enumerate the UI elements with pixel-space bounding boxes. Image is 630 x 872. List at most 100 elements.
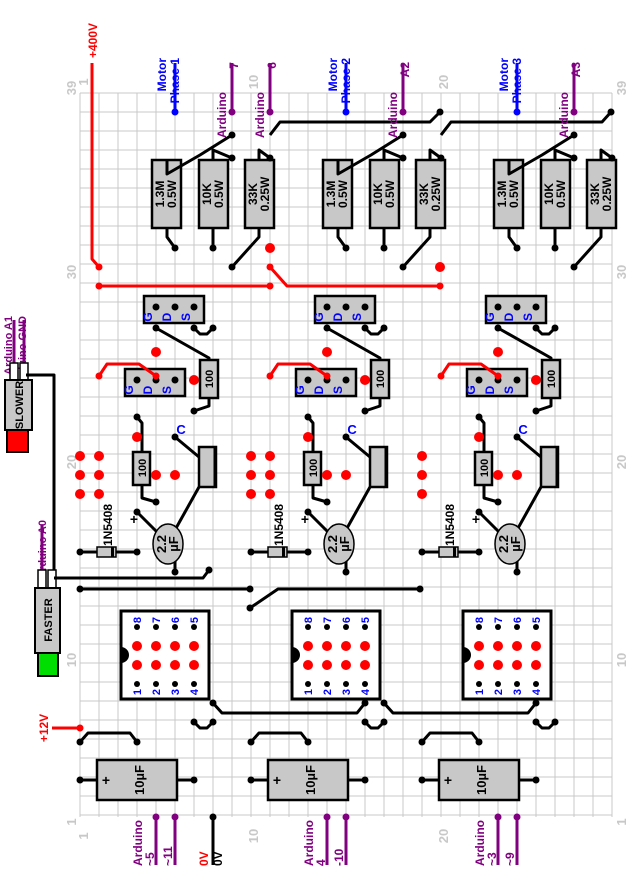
hole-dot [171, 568, 179, 576]
hole-dot [133, 738, 141, 746]
col-number-top: 1 [76, 78, 91, 85]
base-resistor-value: 100 [479, 459, 491, 477]
hole-dot [494, 813, 502, 821]
hole-dot [304, 508, 312, 516]
hole-dot [76, 776, 84, 784]
ic-pin [495, 624, 501, 630]
mosfet-pin [152, 303, 160, 311]
slower-switch-body [4, 379, 33, 431]
hole-dot [76, 738, 84, 746]
diode-band [111, 547, 114, 557]
hole-dot [418, 776, 426, 784]
ic-pin-number: 1 [303, 689, 315, 695]
bus-wire [268, 110, 442, 136]
resistor-lead [507, 133, 575, 176]
motor-label: Phase 1 [168, 58, 182, 104]
slower-button [6, 429, 29, 453]
hole-dot [304, 738, 312, 746]
ic-pin [476, 624, 482, 630]
slower-wire [26, 373, 56, 580]
ic-notch [121, 647, 129, 663]
hole-dot [228, 108, 236, 116]
ic-pin [343, 681, 349, 687]
hv-node [266, 282, 274, 290]
arduino-pin-label: ~3 [485, 852, 499, 866]
arduino-pin-label: ~11 [161, 846, 175, 866]
ic-pin [191, 624, 197, 630]
resistor-lead [336, 133, 404, 176]
capacitor-10uf [95, 758, 179, 802]
v12-label: +12V [37, 714, 51, 742]
red-hole [170, 641, 180, 651]
mosfet-pin [323, 303, 331, 311]
mosfet-pin [494, 303, 502, 311]
red-hole [322, 347, 332, 357]
resistor-lead [553, 148, 575, 160]
collector-label: C [518, 422, 528, 437]
hole-dot [247, 738, 255, 746]
resistor-lead [336, 228, 348, 249]
ic-pin [324, 681, 330, 687]
mosfet-pin-label: S [502, 386, 516, 394]
ic-wire [211, 701, 367, 715]
gnd-label-black: 0V [211, 851, 225, 866]
red-hole [75, 451, 85, 461]
col-number-bottom: 10 [246, 829, 261, 843]
capacitor-10uf [437, 758, 521, 802]
mosfet-pin-label: S [160, 386, 174, 394]
resistor-lead [311, 485, 328, 504]
red-hole [322, 470, 332, 480]
transistor-lead [345, 435, 371, 459]
hole-dot [190, 718, 198, 726]
mosfet-pin-label: S [179, 313, 193, 321]
capacitor-unit: µF [337, 536, 352, 551]
mosfet-pin-label: S [331, 386, 345, 394]
ic-pin-number: 6 [170, 617, 182, 623]
red-hole [265, 243, 275, 253]
gate-resistor-value: 100 [375, 370, 387, 388]
mosfet-pin [475, 376, 483, 384]
ic-pin [153, 681, 159, 687]
hole-dot [323, 498, 331, 506]
row-number-left: 20 [64, 455, 79, 469]
hole-dot [532, 407, 540, 415]
transistor [197, 445, 218, 489]
capacitor-value: 10µF [303, 765, 318, 795]
col-number-top: 10 [246, 75, 261, 89]
red-hole [151, 347, 161, 357]
red-hole [246, 451, 256, 461]
resistor-lead [140, 485, 157, 504]
red-hole [151, 660, 161, 670]
resistor-rating: 0.25W [258, 176, 272, 211]
ic-pin-number: 3 [170, 689, 182, 695]
hole-dot [76, 585, 84, 593]
transistor-lead [516, 435, 542, 459]
capacitor-2-2uf [494, 523, 526, 565]
hole-dot [342, 433, 350, 441]
resistor-lead [364, 398, 382, 413]
ic-pin-number: 4 [360, 688, 372, 695]
ic-pin [533, 624, 539, 630]
ic-pin-number: 1 [474, 689, 486, 695]
jumper [363, 326, 386, 336]
hole-dot [361, 699, 369, 707]
arduino-pin-label: ~5 [143, 852, 157, 866]
mosfet-pin-label: D [160, 312, 174, 321]
ic-pin-number: 8 [132, 617, 144, 623]
hv-node [436, 282, 444, 290]
red-hole [474, 641, 484, 651]
col-number-bottom: 20 [436, 829, 451, 843]
mosfet-pin [342, 376, 350, 384]
capacitor-unit: µF [508, 536, 523, 551]
polarity-plus: + [301, 511, 309, 527]
row-number-left: 10 [64, 653, 79, 667]
hole-dot [494, 372, 502, 380]
mosfet-pin-label: G [141, 312, 155, 321]
hv-node [95, 263, 103, 271]
resistor-lead [401, 228, 432, 269]
resistor-value: 33K [417, 183, 431, 205]
hole-dot [570, 263, 578, 271]
transistor [539, 445, 560, 489]
red-hole [531, 660, 541, 670]
resistor-rating: 0.25W [429, 176, 443, 211]
